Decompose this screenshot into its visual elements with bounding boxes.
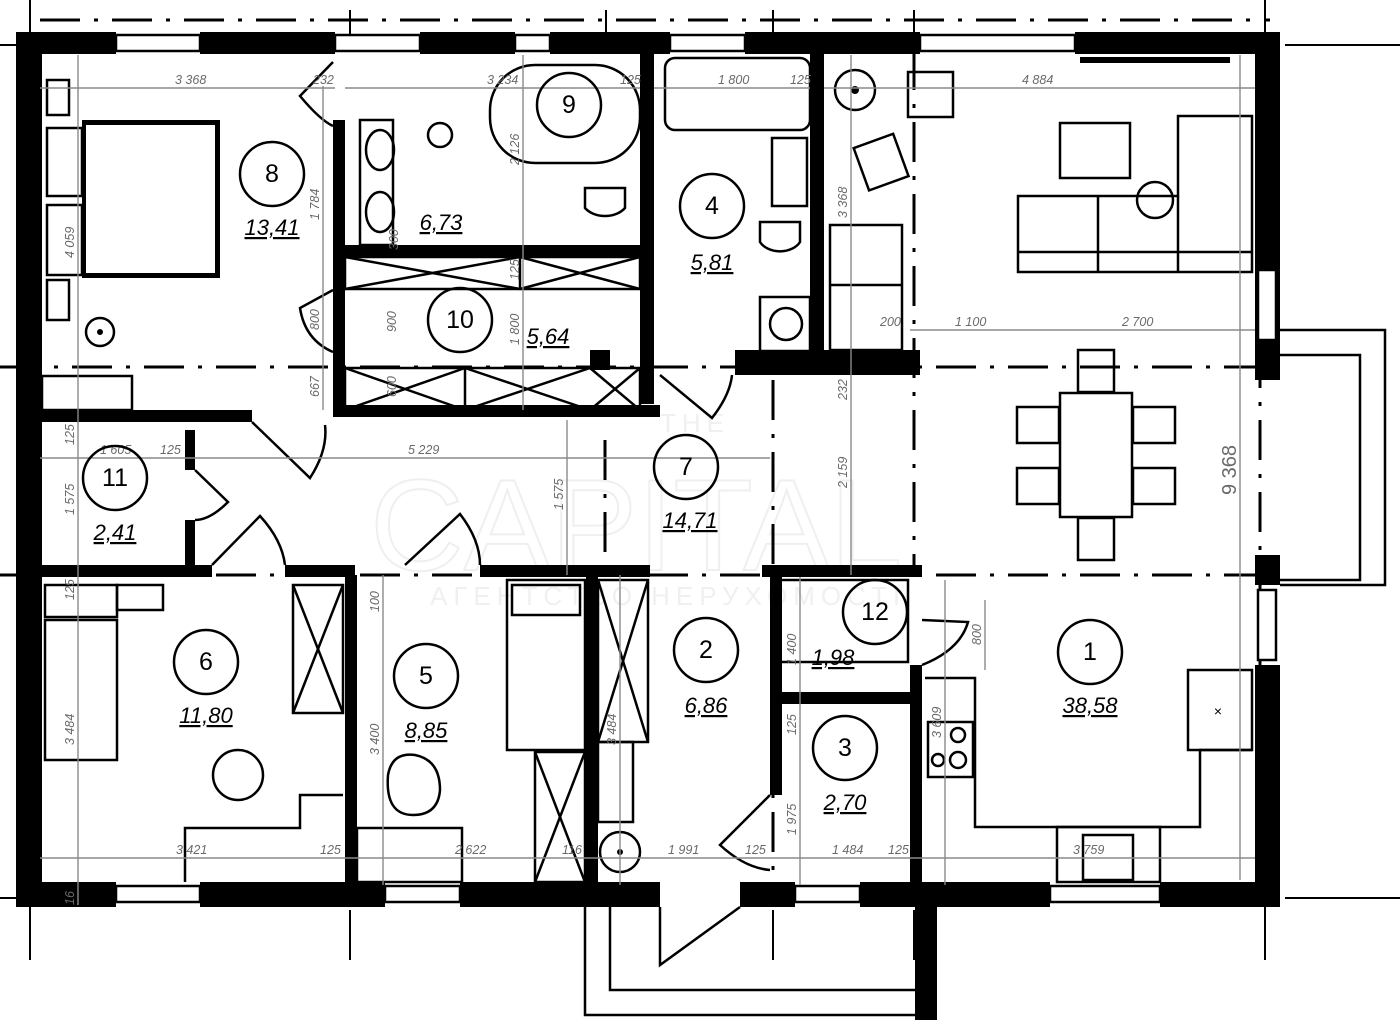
svg-text:10: 10 (446, 306, 474, 334)
svg-text:14,71: 14,71 (662, 508, 717, 533)
svg-text:5: 5 (419, 662, 433, 690)
svg-text:7: 7 (679, 453, 693, 481)
interior-walls (42, 54, 1280, 885)
overall-height-dimension: 9 368 (1219, 445, 1241, 495)
svg-text:1 484: 1 484 (832, 843, 863, 857)
room-10-label: 105,64 (426, 286, 570, 354)
svg-text:1 575: 1 575 (63, 484, 77, 515)
svg-text:200: 200 (879, 315, 901, 329)
svg-text:600: 600 (385, 376, 399, 397)
windows (114, 33, 1278, 904)
svg-text:6,86: 6,86 (685, 693, 729, 718)
svg-text:300: 300 (387, 229, 401, 250)
svg-text:3 759: 3 759 (1073, 843, 1104, 857)
svg-text:125: 125 (63, 424, 77, 445)
svg-text:×: × (1214, 703, 1222, 719)
room-4-label: 45,81 (678, 172, 746, 275)
room-3-label: 32,70 (811, 714, 879, 815)
svg-text:8: 8 (265, 160, 279, 188)
svg-text:3 400: 3 400 (368, 724, 382, 755)
room-11-label: 112,41 (81, 444, 149, 545)
svg-text:13,41: 13,41 (244, 215, 299, 240)
svg-text:1 575: 1 575 (552, 479, 566, 510)
svg-text:800: 800 (970, 624, 984, 645)
svg-text:6,73: 6,73 (420, 210, 464, 235)
svg-text:900: 900 (385, 311, 399, 332)
svg-text:2,41: 2,41 (93, 520, 137, 545)
room-2-label: 26,86 (672, 616, 740, 718)
svg-text:16: 16 (63, 891, 77, 905)
room-7-label: 714,71 (652, 433, 720, 533)
svg-text:6: 6 (199, 648, 213, 676)
svg-text:125: 125 (745, 843, 766, 857)
svg-text:3 368: 3 368 (175, 73, 206, 87)
room-6-label: 611,80 (172, 628, 240, 728)
svg-text:125: 125 (160, 443, 181, 457)
svg-text:1 800: 1 800 (718, 73, 749, 87)
svg-text:1,98: 1,98 (812, 645, 856, 670)
svg-text:2,70: 2,70 (823, 790, 868, 815)
svg-text:125: 125 (790, 73, 811, 87)
dimension-labels: 3 368 232 3 234 125 1 800 125 4 884 4 05… (63, 73, 1241, 905)
furniture: × (40, 56, 1254, 884)
svg-text:125: 125 (888, 843, 909, 857)
svg-text:АГЕНТСТВО НЕРУХОМОСТІ: АГЕНТСТВО НЕРУХОМОСТІ (430, 581, 906, 611)
built-in-wardrobes (291, 255, 910, 884)
svg-text:4 059: 4 059 (63, 227, 77, 258)
svg-text:100: 100 (368, 591, 382, 612)
svg-text:5,64: 5,64 (527, 324, 570, 349)
svg-text:667: 667 (308, 375, 322, 397)
svg-text:9: 9 (562, 91, 576, 119)
room-9-label: 96,73 (420, 71, 603, 235)
svg-text:2 126: 2 126 (508, 134, 522, 166)
svg-text:232: 232 (836, 379, 850, 401)
svg-text:232: 232 (312, 73, 334, 87)
room-8-label: 813,41 (238, 140, 306, 240)
svg-text:3 484: 3 484 (605, 714, 619, 745)
svg-text:125: 125 (320, 843, 341, 857)
room-12-label: 121,98 (812, 578, 909, 670)
svg-text:125: 125 (785, 714, 799, 735)
exterior-walls (16, 32, 1280, 907)
svg-text:3 609: 3 609 (930, 707, 944, 738)
svg-text:2: 2 (699, 636, 713, 664)
dimension-lines (40, 55, 1255, 905)
svg-text:3: 3 (838, 734, 852, 762)
terrace (583, 328, 1387, 1020)
room-1-label: 138,58 (1056, 618, 1124, 718)
svg-text:1 400: 1 400 (785, 634, 799, 665)
room-5-label: 58,85 (392, 642, 460, 743)
svg-text:4: 4 (705, 192, 719, 220)
svg-text:THE: THE (660, 408, 730, 438)
svg-text:5,81: 5,81 (691, 250, 734, 275)
svg-text:2 159: 2 159 (836, 457, 850, 489)
svg-text:125: 125 (63, 579, 77, 600)
room-labels: 813,41 96,73 45,81 105,64 112,41 714,71 … (81, 71, 1124, 815)
svg-text:3 368: 3 368 (836, 187, 850, 218)
svg-text:125: 125 (620, 73, 641, 87)
svg-text:1 975: 1 975 (785, 804, 799, 835)
svg-text:12: 12 (861, 598, 889, 626)
svg-text:1 784: 1 784 (308, 189, 322, 220)
svg-text:1 800: 1 800 (508, 314, 522, 345)
svg-text:4 884: 4 884 (1022, 73, 1053, 87)
svg-text:3 484: 3 484 (63, 714, 77, 745)
svg-text:116: 116 (562, 843, 582, 857)
svg-text:125: 125 (508, 259, 522, 280)
svg-text:2 700: 2 700 (1121, 315, 1153, 329)
svg-text:2 622: 2 622 (454, 843, 486, 857)
svg-text:1 100: 1 100 (955, 315, 986, 329)
svg-text:5 229: 5 229 (408, 443, 439, 457)
svg-text:11,80: 11,80 (179, 703, 233, 728)
svg-text:3 234: 3 234 (487, 73, 518, 87)
svg-text:1 991: 1 991 (668, 843, 699, 857)
doors (194, 61, 970, 968)
svg-text:11: 11 (102, 464, 128, 492)
svg-text:1: 1 (1083, 638, 1097, 666)
svg-text:38,58: 38,58 (1062, 693, 1118, 718)
svg-text:8,85: 8,85 (405, 718, 449, 743)
svg-text:3 421: 3 421 (176, 843, 207, 857)
svg-text:800: 800 (308, 309, 322, 330)
